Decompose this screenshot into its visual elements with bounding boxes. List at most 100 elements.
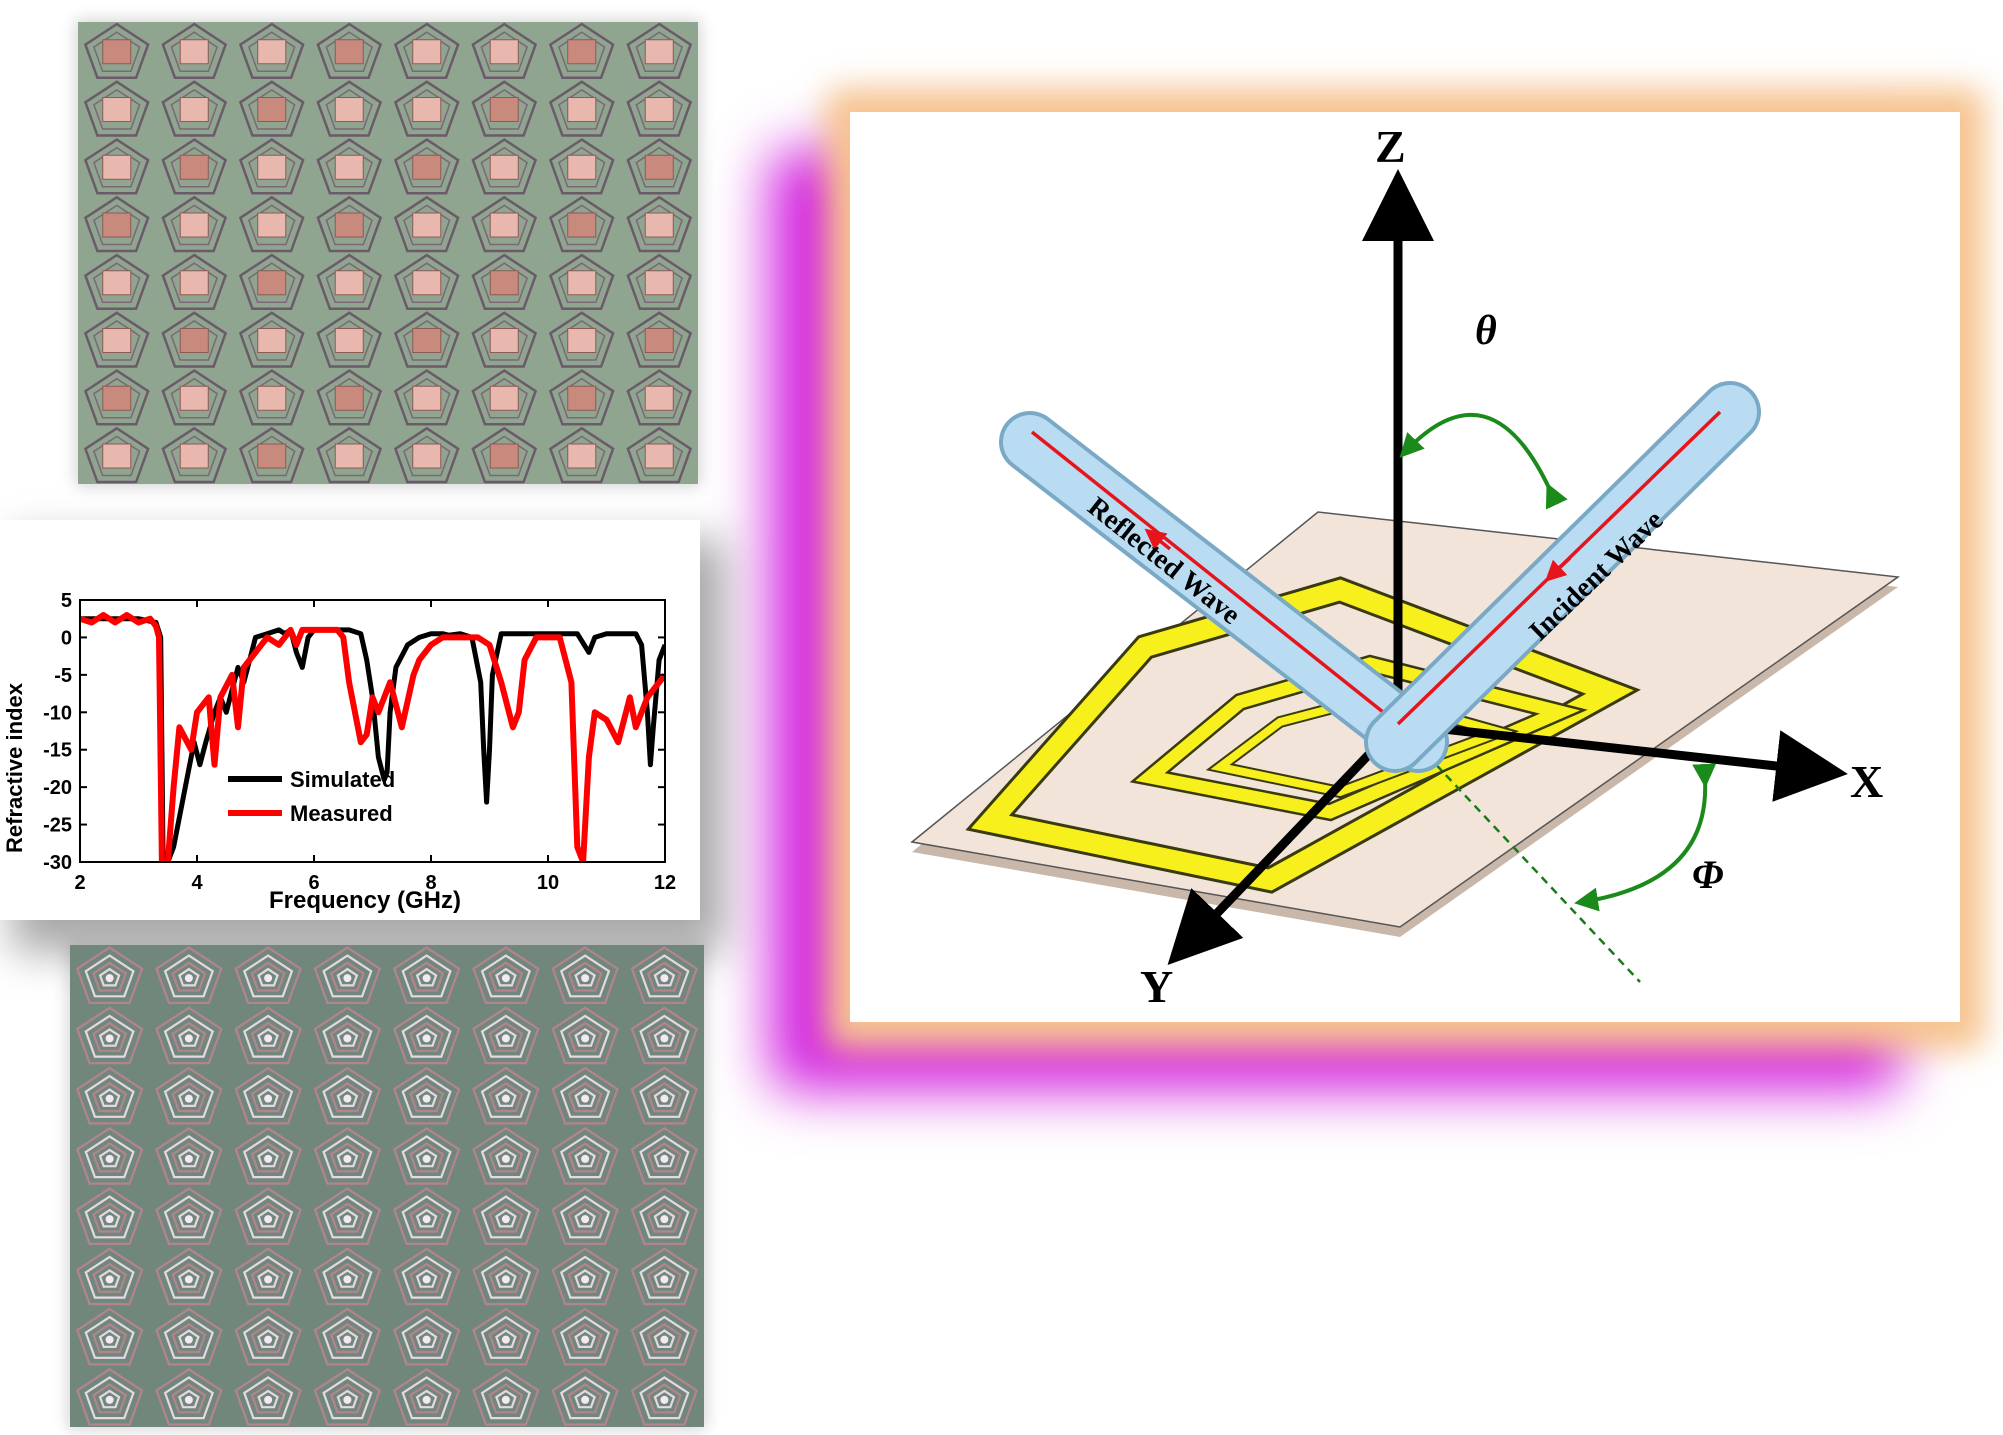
unit-cell-ring — [639, 1376, 690, 1420]
unit-cell-ring — [178, 1329, 200, 1348]
unit-cell-ring — [171, 1142, 207, 1173]
fabricated-prototype-front-photo — [78, 22, 698, 484]
unit-cell-ring — [322, 954, 373, 998]
unit-cell-ring — [401, 1315, 452, 1359]
chart-plot-area — [80, 612, 665, 862]
unit-cell-ring — [83, 253, 150, 311]
unit-cell-ring — [313, 1126, 382, 1185]
unit-cell-ring — [155, 1307, 223, 1366]
unit-cell-ring — [325, 435, 374, 477]
unit-cell-ring — [472, 1307, 540, 1366]
unit-cell-ring — [234, 1066, 302, 1125]
unit-cell-ring — [402, 320, 451, 361]
unit-cell-patch — [644, 270, 674, 296]
unit-cell-center — [105, 1094, 114, 1103]
unit-cell-ring — [402, 31, 451, 72]
unit-cell-ring — [626, 195, 693, 253]
y-tick-label: -10 — [43, 702, 72, 724]
unit-cell-patch — [257, 328, 287, 354]
unit-cell-ring — [639, 1315, 690, 1359]
unit-cell-ring — [653, 1028, 676, 1047]
unit-cell-center — [264, 1275, 273, 1284]
y-tick-label: -25 — [43, 815, 72, 837]
unit-cell-ring — [630, 1187, 699, 1245]
unit-cell-ring — [84, 1255, 135, 1299]
unit-cell-ring — [415, 1329, 438, 1348]
unit-cell-ring — [653, 1208, 676, 1228]
unit-cell-ring — [646, 1081, 682, 1113]
x-tick-label: 8 — [425, 872, 436, 894]
unit-cell-ring — [402, 204, 451, 246]
unit-cell-ring — [170, 146, 219, 188]
unit-cell-ring — [559, 1195, 611, 1239]
unit-cell-patch — [412, 97, 442, 123]
unit-cell-ring — [178, 967, 200, 987]
unit-cell-ring — [75, 1126, 144, 1185]
unit-cell-center — [184, 1215, 193, 1224]
y-tick-label: -15 — [43, 740, 72, 762]
unit-cell-ring — [257, 1148, 279, 1168]
unit-cell-ring — [567, 1262, 603, 1293]
unit-cell-ring — [574, 1269, 596, 1288]
unit-cell-patch — [257, 385, 287, 411]
unit-cell-ring — [250, 1322, 286, 1354]
unit-cell-ring — [630, 1126, 699, 1185]
unit-cell-ring — [313, 1006, 382, 1065]
unit-cell-ring — [322, 1135, 373, 1179]
unit-cell-patch — [644, 328, 674, 354]
unit-cell-center — [184, 1094, 193, 1103]
unit-cell-center — [343, 1395, 352, 1404]
unit-cell-ring — [92, 320, 141, 361]
unit-cell-ring — [548, 253, 615, 311]
unit-cell-ring — [322, 1014, 373, 1058]
unit-cell-ring — [83, 22, 150, 80]
unit-cell-center — [343, 1275, 352, 1284]
unit-cell-patch — [644, 212, 674, 238]
unit-cell-ring — [170, 31, 219, 72]
unit-cell-ring — [415, 1389, 438, 1409]
unit-cell-patch — [567, 212, 597, 238]
phi-arc — [1574, 763, 1717, 912]
unit-cell-ring — [639, 1074, 690, 1118]
unit-cell-center — [501, 1034, 510, 1043]
unit-cell-ring — [557, 377, 606, 419]
unit-cell-patch — [179, 385, 209, 411]
unit-cell-center — [343, 1335, 352, 1344]
unit-cell-center — [184, 974, 193, 983]
unit-cell-ring — [402, 262, 451, 303]
unit-cell-ring — [646, 1142, 682, 1173]
unit-cell-center — [343, 1094, 352, 1103]
unit-cell-center — [184, 1034, 193, 1043]
unit-cell-ring — [548, 311, 615, 368]
unit-cell-ring — [471, 22, 538, 80]
unit-cell-ring — [551, 1247, 619, 1306]
plot-frame — [79, 599, 666, 863]
unit-cell-ring — [336, 1269, 359, 1288]
unit-cell-ring — [178, 1269, 200, 1288]
unit-cell-ring — [242, 1255, 294, 1299]
unit-cell-ring — [551, 1066, 619, 1125]
unit-cell-patch — [489, 39, 519, 65]
unit-cell-ring — [480, 89, 529, 130]
unit-cell-ring — [557, 146, 606, 188]
unit-cell-ring — [574, 1148, 596, 1168]
unit-cell-ring — [238, 195, 305, 253]
unit-cell-ring — [415, 967, 438, 987]
unit-cell-ring — [409, 1383, 445, 1414]
unit-cell-ring — [630, 946, 699, 1005]
unit-cell-ring — [98, 1088, 121, 1107]
unit-cell-ring — [329, 1383, 365, 1414]
unit-cell-ring — [402, 146, 451, 188]
unit-cell-ring — [646, 1262, 682, 1293]
unit-cell-ring — [161, 195, 228, 253]
unit-cell-ring — [257, 1269, 279, 1288]
unit-cell-ring — [313, 1187, 382, 1245]
unit-cell-ring — [630, 1367, 699, 1426]
unit-cell-patch — [644, 39, 674, 65]
unit-cell-ring — [635, 31, 684, 72]
unit-cell-center — [422, 1395, 431, 1404]
unit-cell-ring — [574, 1329, 596, 1348]
unit-cell-ring — [75, 1247, 144, 1306]
unit-cell-ring — [635, 204, 684, 246]
